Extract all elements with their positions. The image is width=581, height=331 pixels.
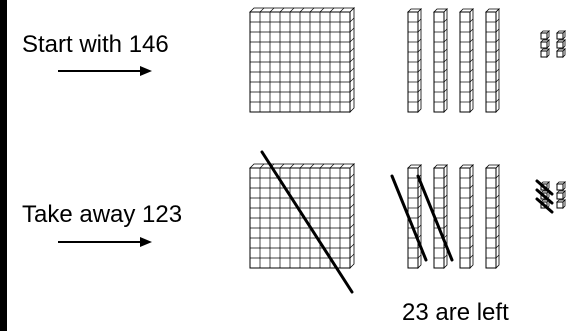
ones-cube [540,48,550,58]
start-label: Start with 146 [22,31,169,58]
arrow-row-1 [58,66,152,76]
ones-cube [556,181,566,191]
tens-rod [459,164,474,269]
ones-cube [556,190,566,200]
cross-out-hundreds [260,150,354,294]
ones-cube [540,39,550,49]
hundreds-flat [249,163,355,269]
ones-cube [556,199,566,209]
tens-rod [433,8,448,113]
ones-cube [556,48,566,58]
ones-cube [556,30,566,40]
left-border-bar [0,0,7,331]
tens-rod [485,8,500,113]
hundreds-flat [249,7,355,113]
cross-out-ones [535,197,554,214]
tens-rod [459,8,474,113]
cross-out-ones [535,179,554,196]
ones-cube [556,39,566,49]
cross-out-tens [390,174,428,262]
tens-rod [485,164,500,269]
result-text: 23 are left [402,299,509,326]
cross-out-ones [535,188,554,205]
arrow-row-2 [58,237,152,247]
cross-out-tens [416,174,454,262]
ones-cube [540,30,550,40]
take-away-label: Take away 123 [22,201,183,228]
tens-rod [407,8,422,113]
